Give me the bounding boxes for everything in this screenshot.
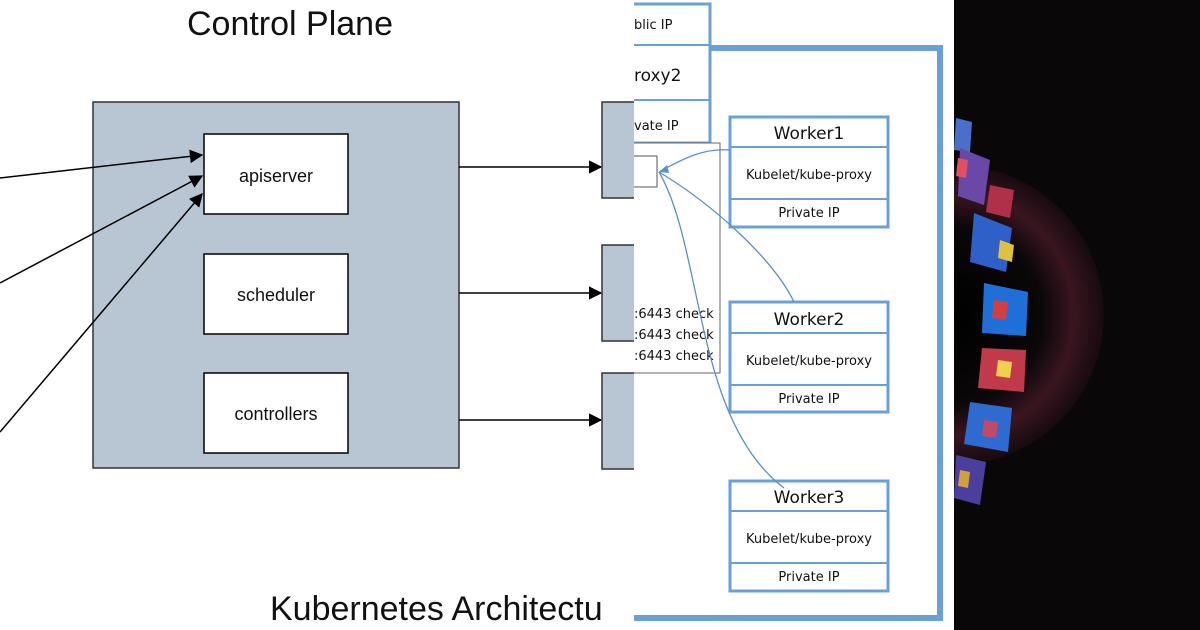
control-plane-diagram: Control Plane apiserver scheduler contro… [0,5,640,628]
load-balancer-box [634,2,712,145]
load-balancer-diagram: blic IP roxy2 vate IP :6443 check :6443 … [634,2,943,621]
public-ip-label: blic IP [634,18,673,33]
health-check-2: :6443 check [634,328,714,343]
cluster-frame [634,45,943,621]
worker-3-name: Worker3 [774,488,845,508]
worker-1-service: Kubelet/kube-proxy [746,168,872,183]
worker-2-name: Worker2 [774,310,845,330]
controllers-label: controllers [234,404,317,424]
worker-2-service: Kubelet/kube-proxy [746,354,872,369]
port-box [634,155,658,188]
stained-glass-image [954,0,1200,630]
worker-2-ip: Private IP [778,392,839,407]
glass-panes [954,118,1028,505]
worker-1: Worker1 Kubelet/kube-proxy Private IP [728,115,890,229]
worker-2-link [658,171,795,303]
worker-3-service: Kubelet/kube-proxy [746,532,872,547]
private-ip-label: vate IP [634,119,679,134]
worker-3-ip: Private IP [778,570,839,585]
stained-glass-photo [954,0,1200,630]
apiserver-box [203,133,349,215]
control-plane-panel: Control Plane apiserver scheduler contro… [0,5,640,628]
worker-1-name: Worker1 [774,124,845,144]
proxy-label: roxy2 [634,66,681,86]
incoming-arrow-2 [0,175,204,284]
load-balancer-panel: blic IP roxy2 vate IP :6443 check :6443 … [634,0,954,630]
incoming-arrow-1 [0,149,204,179]
controllers-box [203,372,349,454]
worker-3: Worker3 Kubelet/kube-proxy Private IP [728,479,890,593]
incoming-arrow-3 [0,192,203,433]
control-plane-title: Control Plane [187,5,393,43]
health-check-1: :6443 check [634,307,714,322]
scheduler-box [203,253,349,335]
apiserver-label: apiserver [239,166,313,186]
worker-3-link [658,171,785,489]
worker-2: Worker2 Kubelet/kube-proxy Private IP [728,300,890,414]
target-node-3 [601,372,640,470]
health-check-3: :6443 check [634,349,714,364]
architecture-title: Kubernetes Architectu [270,590,603,628]
scheduler-label: scheduler [237,285,315,305]
worker-1-ip: Private IP [778,206,839,221]
